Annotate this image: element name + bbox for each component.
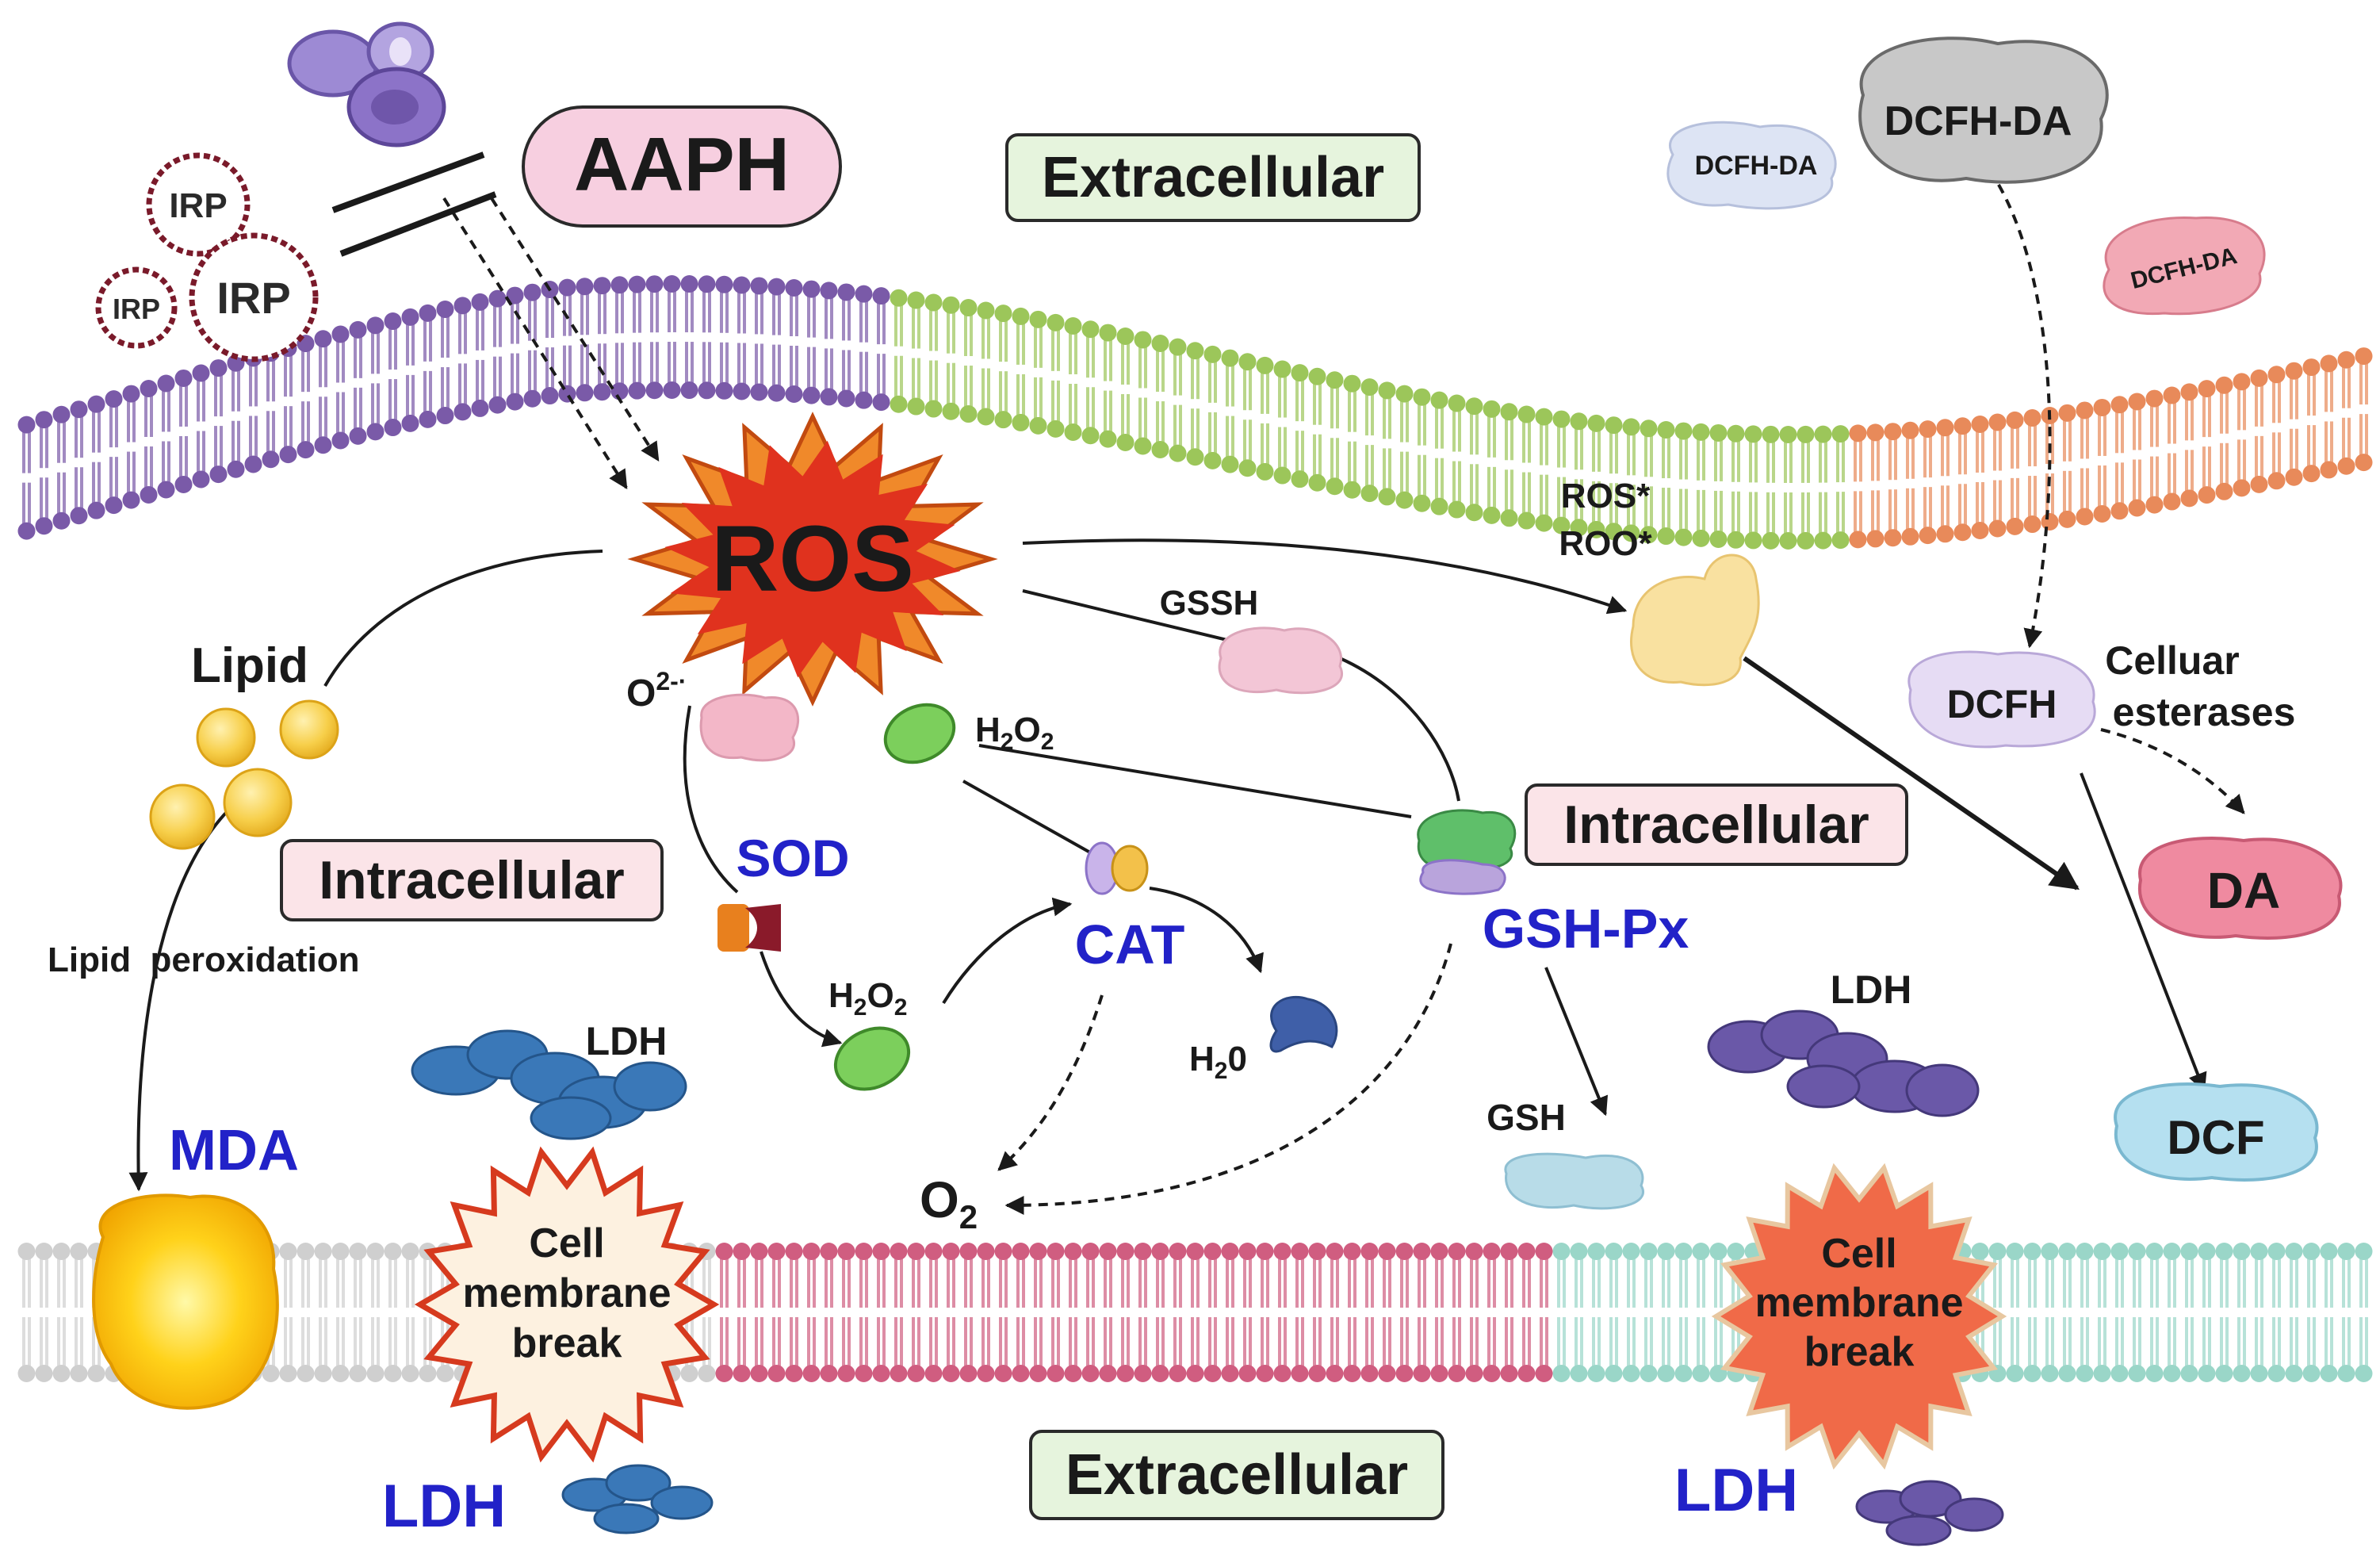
- lipid-label: Lipid: [191, 638, 308, 693]
- cellular-esterases-label-1: Celluar: [2105, 638, 2240, 683]
- mda-label: MDA: [169, 1119, 299, 1182]
- cat-enzyme-icon: [1085, 841, 1149, 895]
- intracellular-right-box: Intracellular: [1525, 783, 1908, 866]
- h2o2upper-to-gshpx-line: [978, 744, 1412, 818]
- ros-star-molecule: [1630, 554, 1760, 687]
- irp-label-3: IRP: [216, 273, 290, 323]
- cellular-esterases-label-2: esterases: [2113, 690, 2296, 734]
- superoxide-label: O2-·: [626, 667, 687, 714]
- extracellular-top-box: Extracellular: [1005, 133, 1421, 222]
- cat-label: CAT: [1075, 914, 1185, 975]
- irp-icon-3: [189, 232, 319, 362]
- h2o2-upper-molecule: [883, 703, 956, 764]
- mda-blob: [92, 1193, 279, 1410]
- ldh-bottom-left-label: LDH: [382, 1473, 506, 1540]
- cat-to-h2o-arrow: [1149, 887, 1264, 974]
- dcfh-to-da-arrow: [2100, 728, 2245, 814]
- da-label: DA: [2207, 862, 2280, 919]
- cell-membrane-break-left: Cell membrane break: [414, 1146, 720, 1463]
- irp-molecules: IRP IRP IRP: [95, 152, 319, 362]
- break-right-line-3: break: [1804, 1329, 1915, 1375]
- cell-membrane-break-right: Cell membrane break: [1711, 1163, 2007, 1470]
- ros-star-label: ROS*: [1561, 477, 1651, 515]
- extracellular-top-label: Extracellular: [1042, 146, 1384, 209]
- bottom-cell-membrane: [17, 1243, 2373, 1382]
- ros-label: ROS: [711, 507, 914, 611]
- h2o2-lower-molecule: [833, 1026, 911, 1091]
- gsh-molecule: [1504, 1152, 1644, 1210]
- irp-label-1: IRP: [169, 186, 227, 225]
- ros-to-lipid-line: [323, 550, 603, 687]
- cat-to-o2-arrow: [997, 994, 1104, 1171]
- superoxide-molecule: [699, 693, 800, 762]
- dcfh-da-small-blob-2: DCFH-DA: [2103, 216, 2266, 316]
- blood-cells-icon: [287, 21, 446, 147]
- gsh-label: GSH: [1487, 1097, 1566, 1138]
- dcfh-blob: DCFH: [1907, 650, 2096, 749]
- ldh-top-left-label: LDH: [586, 1019, 668, 1063]
- dcfh-da-small-label-1: DCFH-DA: [1695, 151, 1818, 181]
- ldh-bottom-right-label: LDH: [1674, 1457, 1798, 1524]
- h2o2-lower-label: H2O2: [828, 976, 907, 1021]
- dcf-blob: DCF: [2114, 1082, 2319, 1182]
- extracellular-bottom-box: Extracellular: [1029, 1430, 1444, 1520]
- gsh-px-label: GSH-Px: [1483, 898, 1689, 960]
- irp-icon-2: [95, 266, 178, 349]
- o2minus-to-sod-line: [683, 705, 739, 894]
- dcfh-da-main-label: DCFH-DA: [1884, 98, 2072, 144]
- oxygen-label: O2: [920, 1171, 978, 1235]
- intracellular-left-box: Intracellular: [280, 839, 664, 921]
- membrane-block-symbol: [331, 151, 497, 257]
- dcfhda-to-dcfh-arrow: [1988, 169, 2052, 649]
- dcfh-label: DCFH: [1947, 682, 2057, 726]
- ldh-protein-top-left: [411, 1029, 687, 1140]
- break-right-line-1: Cell: [1821, 1231, 1896, 1277]
- dcfh-to-dcf-arrow: [2080, 772, 2207, 1093]
- rosstar-to-da-arrow: [1743, 656, 2080, 891]
- intracellular-left-label: Intracellular: [319, 850, 625, 910]
- h2o2upper-to-cat-line: [962, 780, 1091, 854]
- lipid-peroxidation-label: Lipid peroxidation: [48, 940, 360, 979]
- ldh-protein-bottom-right: [1855, 1480, 2004, 1546]
- dcfh-da-small-blob-1: DCFH-DA: [1666, 121, 1837, 210]
- ldh-protein-top-right: [1707, 1009, 1980, 1117]
- h2o2-to-cat-arrow: [942, 897, 1073, 1005]
- da-blob: DA: [2137, 837, 2343, 940]
- h2o2-upper-label: H2O2: [975, 711, 1054, 755]
- ros-burst: ROS: [627, 412, 998, 707]
- h2o-label: H20: [1189, 1040, 1247, 1084]
- irp-icon-1: [146, 152, 251, 257]
- gshpx-to-o2-arrow: [1004, 943, 1452, 1215]
- gsh-px-enzyme-icon: [1417, 809, 1517, 895]
- gssh-molecule: [1218, 626, 1343, 695]
- roo-star-label: ROO*: [1559, 524, 1652, 563]
- sod-to-h2o2-arrow: [760, 951, 843, 1048]
- dcfh-da-main-blob: DCFH-DA: [1858, 36, 2109, 184]
- top-cell-membrane: [17, 275, 2373, 550]
- ros-to-gssh-line: [1022, 589, 1238, 644]
- break-right-line-2: membrane: [1755, 1280, 1964, 1326]
- ldh-protein-bottom-left: [561, 1464, 714, 1534]
- gshpx-to-gsh-arrow: [1544, 967, 1609, 1117]
- irp-label-2: IRP: [113, 293, 160, 325]
- break-left-line-2: membrane: [463, 1270, 672, 1316]
- water-molecule: [1269, 995, 1338, 1053]
- sod-enzyme-icon: [717, 904, 781, 952]
- break-left-line-3: break: [512, 1320, 622, 1366]
- aaph-to-ros-arrow-2: [490, 197, 660, 462]
- break-left-line-1: Cell: [529, 1220, 604, 1266]
- aaph-to-ros-arrow-1: [442, 197, 628, 490]
- lipid-droplets: [149, 699, 339, 850]
- aaph-label-box: AAPH: [522, 105, 842, 228]
- sod-label: SOD: [736, 829, 849, 887]
- ldh-top-right-label: LDH: [1831, 967, 1912, 1012]
- ros-to-rosstar-arrow: [1022, 538, 1628, 615]
- dcf-label: DCF: [2167, 1111, 2264, 1164]
- extracellular-bottom-label: Extracellular: [1066, 1443, 1408, 1507]
- intracellular-right-label: Intracellular: [1563, 795, 1869, 855]
- gssh-label: GSSH: [1160, 584, 1259, 623]
- aaph-label: AAPH: [574, 122, 790, 207]
- gssh-to-gshpx-line: [1339, 657, 1460, 802]
